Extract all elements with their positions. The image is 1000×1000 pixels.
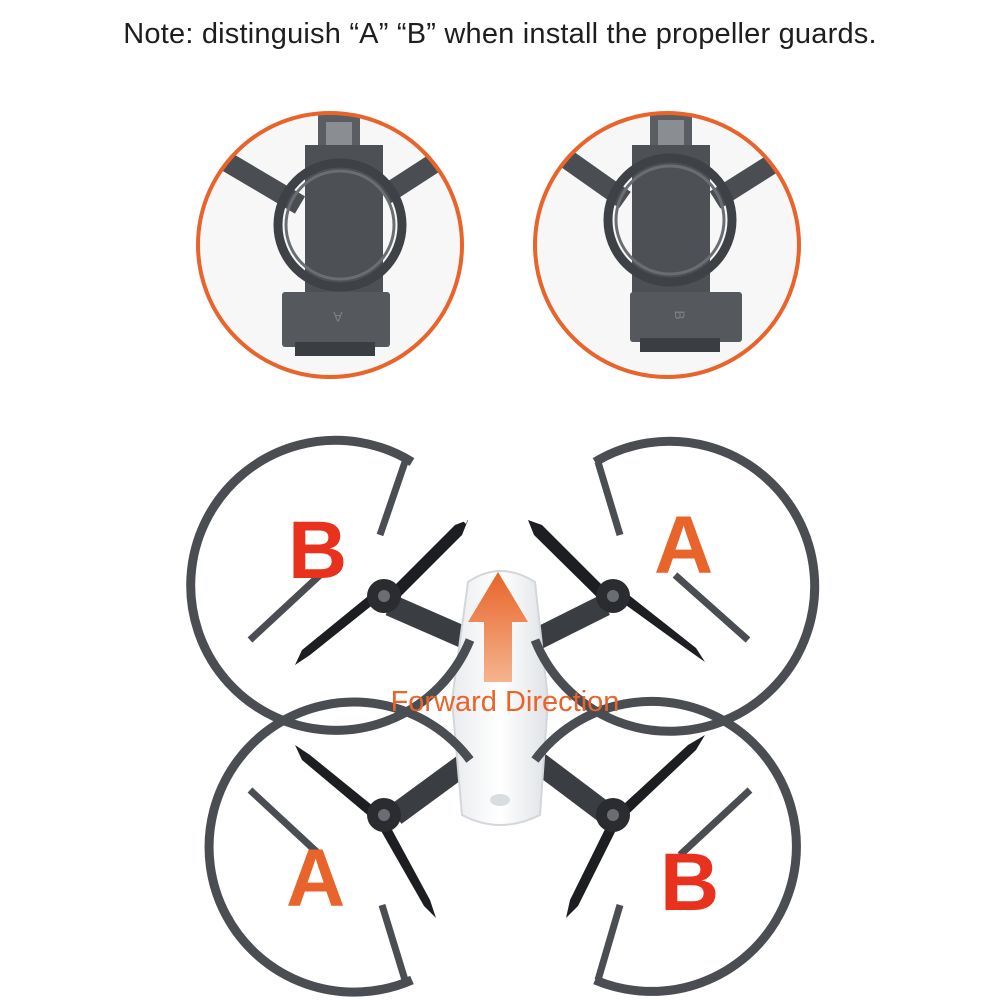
guard-rear-right [531,697,801,996]
forward-direction-label: Forward Direction [390,686,620,718]
propeller-front-right [528,520,705,662]
guard-rear-left [204,697,474,997]
guard-front-left [186,435,475,735]
closeup-b: B [533,111,801,379]
closeup-a: A [196,111,464,379]
propeller-rear-right [566,735,705,918]
propeller-rear-left [295,745,436,918]
drone-body [450,570,550,826]
closeup-letter-a: A [333,309,343,325]
closeup-letter-b: B [672,310,688,319]
guard-front-right [530,436,820,736]
propeller-front-left [295,518,468,665]
guard-letter-front-left: B [288,505,348,596]
guard-letter-rear-left: A [286,833,346,924]
instruction-note: Note: distinguish “A” “B” when install t… [123,18,877,50]
guard-letter-front-right: A [654,500,714,591]
guard-letter-rear-right: B [660,837,720,928]
drone-arms [385,594,615,824]
drone-camera [490,794,510,806]
forward-arrow [468,572,528,682]
